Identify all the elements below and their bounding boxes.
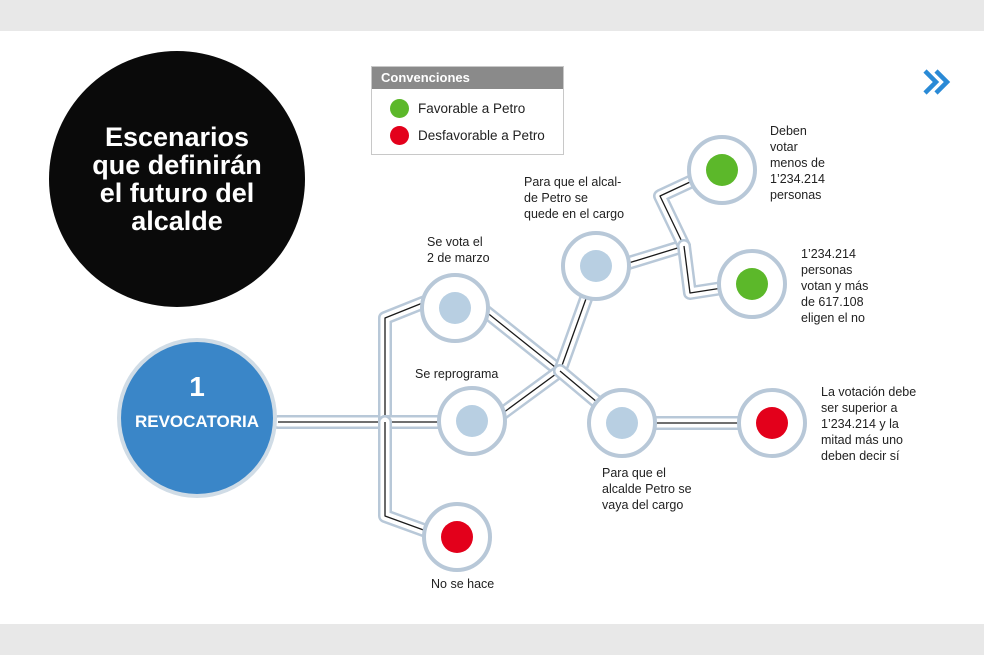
legend-header: Convenciones — [372, 67, 563, 89]
track-line — [621, 245, 685, 266]
legend-item-favorable: Favorable a Petro — [390, 99, 525, 118]
node-core — [606, 407, 638, 439]
node-petro-stays — [561, 231, 631, 301]
label-petro-stays: Para que el alcal- de Petro se quede en … — [524, 175, 625, 221]
node-vote-march — [420, 273, 490, 343]
legend-label: Desfavorable a Petro — [418, 128, 545, 143]
main-node-number: 1 — [189, 371, 205, 402]
label-rescheduled: Se reprograma — [415, 367, 499, 381]
red-dot-icon — [390, 126, 409, 145]
main-node-label: REVOCATORIA — [134, 412, 260, 431]
node-not-done — [422, 502, 492, 572]
node-superior-vote — [737, 388, 807, 458]
title-circle: Escenarios que definirán el futuro del a… — [49, 51, 305, 307]
main-node-core — [121, 342, 273, 494]
label-more-votes: 1’234.214 personas votan y más de 617.10… — [801, 247, 869, 325]
label-superior-vote: La votación debe ser superior a 1’234.21… — [821, 385, 917, 463]
node-core — [756, 407, 788, 439]
flow-diagram — [117, 135, 807, 572]
legend-item-unfavorable: Desfavorable a Petro — [390, 126, 545, 145]
green-dot-icon — [390, 99, 409, 118]
label-not-done: No se hace — [431, 577, 495, 591]
node-core — [456, 405, 488, 437]
page-title: Escenarios que definirán el futuro del a… — [92, 122, 262, 236]
node-core — [439, 292, 471, 324]
node-more-votes — [717, 249, 787, 319]
label-vote-march: Se vota el 2 de marzo — [427, 235, 490, 265]
label-petro-leaves: Para que el alcalde Petro se vaya del ca… — [602, 466, 692, 512]
legend-label: Favorable a Petro — [418, 101, 526, 116]
node-core — [580, 250, 612, 282]
track-line — [384, 422, 441, 537]
node-core — [736, 268, 768, 300]
infographic-canvas: Escenarios que definirán el futuro del a… — [0, 31, 984, 624]
next-button[interactable] — [920, 67, 956, 97]
double-chevron-right-icon — [923, 69, 951, 95]
node-core — [706, 154, 738, 186]
node-less-votes — [687, 135, 757, 205]
main-node-revocatoria — [117, 338, 277, 498]
node-petro-leaves — [587, 388, 657, 458]
legend-box: Convenciones Favorable a Petro Desfavora… — [371, 66, 564, 155]
label-less-votes: Deben votar menos de 1’234.214 personas — [770, 124, 825, 202]
node-core — [441, 521, 473, 553]
node-rescheduled — [437, 386, 507, 456]
decision-nodes — [117, 135, 807, 572]
